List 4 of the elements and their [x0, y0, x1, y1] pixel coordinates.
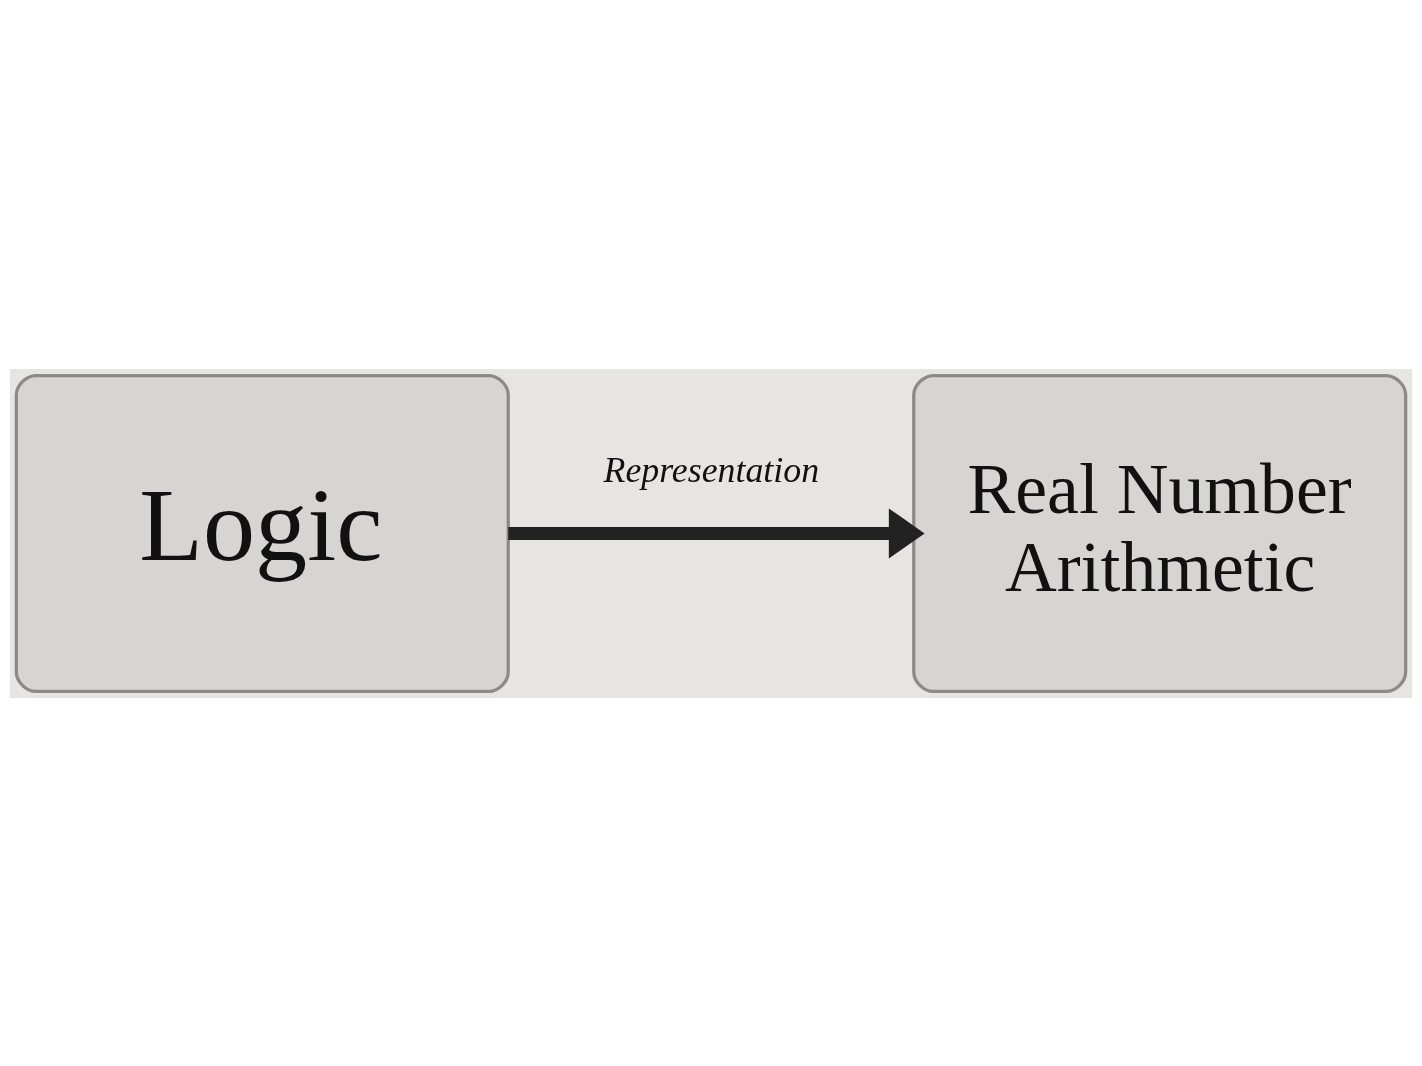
edge-label: Representation	[603, 449, 820, 490]
node-box: Real Number Arithmetic	[912, 373, 1408, 693]
node-box: Logic	[14, 373, 510, 693]
arrow	[508, 507, 925, 559]
